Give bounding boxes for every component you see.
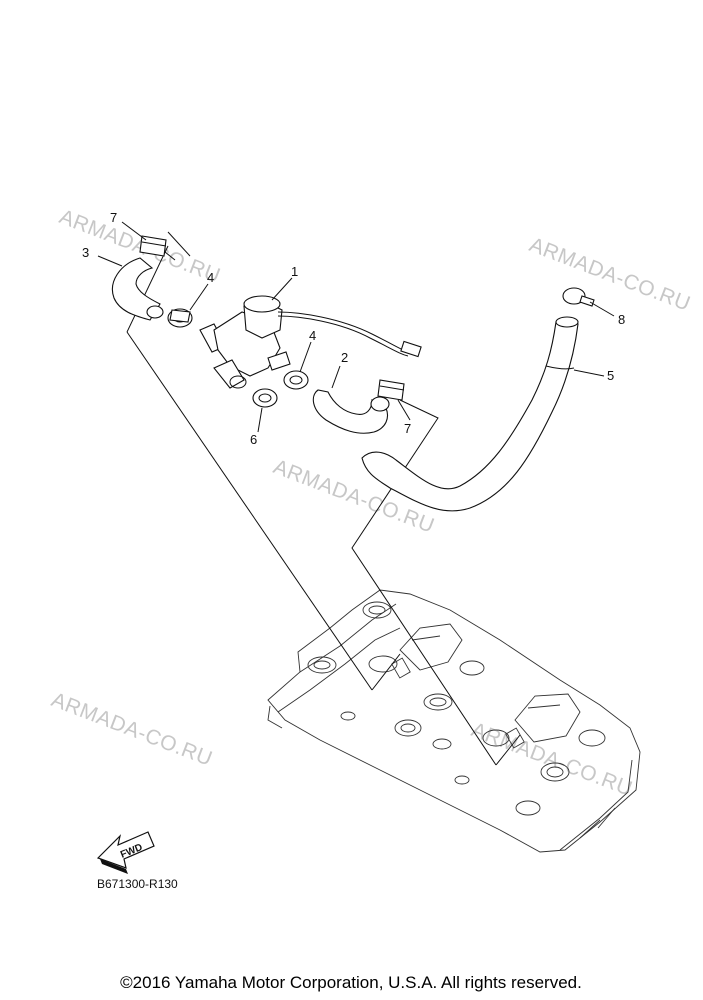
callout-8: 8: [618, 312, 625, 327]
callout-7: 7: [110, 210, 117, 225]
callout-4: 4: [309, 328, 316, 343]
watermark: ARMADA-CO.RU: [48, 688, 215, 771]
cylinder-head-drawing: [267, 589, 641, 853]
part-7-clamp-top: [139, 235, 167, 257]
part-8-clamp: [562, 287, 595, 307]
part-6-clamp: [252, 388, 278, 408]
fwd-arrow-icon: FWD: [96, 831, 155, 874]
part-4-clamp-right: [283, 370, 309, 390]
part-7-clamp-right: [377, 379, 405, 401]
part-4-clamp-left: [167, 308, 193, 328]
part-1-solenoid-valve: [199, 295, 422, 389]
callout-leaders: [97, 221, 615, 433]
part-2-curved-hose: [312, 389, 390, 434]
callout-6: 6: [250, 432, 257, 447]
diagram-code: B671300-R130: [97, 877, 178, 891]
callout-7: 7: [404, 421, 411, 436]
callout-4: 4: [207, 270, 214, 285]
watermark: ARMADA-CO.RU: [526, 233, 693, 316]
callout-5: 5: [607, 368, 614, 383]
part-3-elbow-hose: [112, 257, 164, 321]
callouts: 1 2 3 4 4 5 6 7 7 8: [82, 210, 625, 447]
callout-2: 2: [341, 350, 348, 365]
part-5-long-hose: [361, 316, 579, 512]
callout-1: 1: [291, 264, 298, 279]
callout-3: 3: [82, 245, 89, 260]
copyright-text: ©2016 Yamaha Motor Corporation, U.S.A. A…: [120, 973, 582, 992]
